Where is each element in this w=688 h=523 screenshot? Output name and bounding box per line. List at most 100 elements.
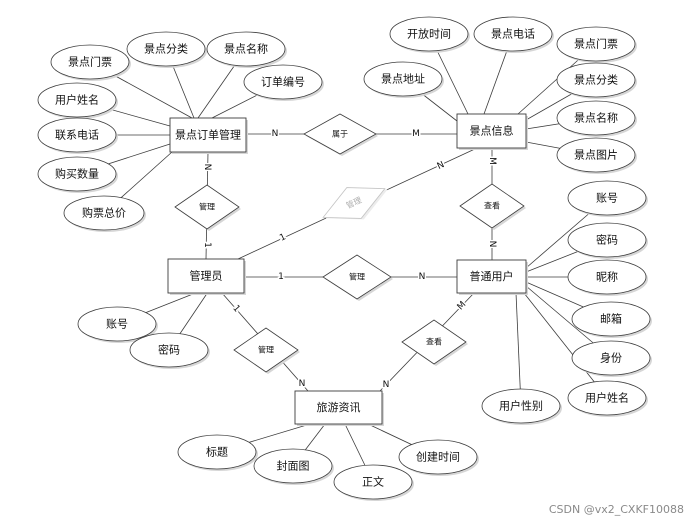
attribute-label: 开放时间: [407, 27, 451, 41]
relationship-admin-user-manage: 管理: [322, 254, 393, 301]
attribute-user-email: 邮箱: [571, 301, 652, 338]
attribute-label: 景点分类: [574, 73, 618, 87]
attribute-label: 邮箱: [600, 312, 622, 326]
attribute-user-identity: 身份: [571, 340, 652, 377]
relationship-order-admin-manage: 管理: [174, 184, 241, 231]
attribute-label: 订单编号: [261, 75, 305, 89]
attribute-label: 购买数量: [55, 167, 99, 181]
attribute-user-password: 密码: [567, 222, 648, 259]
attribute-spot-image: 景点图片: [556, 137, 637, 174]
attribute-news-created: 创建时间: [398, 439, 479, 476]
cardinality-user-view-spot: N: [487, 241, 497, 248]
relationship-label: 管理: [258, 345, 274, 355]
entity-label: 普通用户: [470, 269, 514, 283]
entity-order-management: 景点订单管理: [169, 117, 248, 154]
relationship-label: 管理: [349, 272, 365, 282]
attribute-spot-category: 景点分类: [556, 62, 637, 99]
attribute-label: 用户姓名: [585, 391, 629, 405]
attribute-label: 联系电话: [55, 129, 99, 142]
attribute-admin-account: 账号: [77, 306, 158, 343]
attribute-label: 用户性别: [499, 399, 543, 413]
connector-user-gender: [515, 292, 522, 407]
attribute-spot-name: 景点名称: [556, 100, 637, 137]
attribute-label: 购票总价: [82, 206, 126, 220]
attribute-phone: 联系电话: [37, 117, 118, 154]
attribute-label: 账号: [596, 192, 618, 205]
attribute-spot-ticket: 景点门票: [556, 26, 637, 63]
relationship-user-news-view: 查看: [401, 319, 468, 366]
attribute-order-number: 订单编号: [243, 64, 324, 101]
attribute-label: 用户姓名: [55, 93, 99, 107]
entity-user: 普通用户: [456, 259, 528, 295]
cardinality-spot-belongs: M: [412, 129, 420, 139]
attribute-ticket: 景点门票: [50, 44, 131, 81]
attribute-label: 账号: [106, 318, 128, 331]
attribute-label: 景点分类: [144, 42, 188, 56]
relationship-label: 查看: [426, 337, 442, 347]
attributes-spot-info: 开放时间 景点电话 景点门票 景点地址 景点分类 景点名称 景点图片: [363, 16, 637, 174]
attributes-order-management: 景点门票 景点分类 景点名称 订单编号 用户姓名 联系电话 购买数量 购票总价: [37, 31, 324, 232]
attribute-label: 昵称: [596, 270, 618, 284]
attribute-category: 景点分类: [126, 31, 207, 68]
attribute-news-cover: 封面图: [253, 448, 334, 485]
attribute-spot-address: 景点地址: [363, 61, 444, 98]
attribute-admin-password: 密码: [129, 332, 210, 369]
cardinality-admin-manage-user: 1: [278, 272, 284, 282]
cardinality-spot-manage: N: [436, 160, 446, 172]
attribute-spot-name: 景点名称: [206, 31, 287, 68]
attribute-user-account: 账号: [567, 180, 648, 217]
attribute-quantity: 购买数量: [37, 156, 118, 193]
entity-label: 管理员: [190, 269, 223, 283]
cardinality-admin-manage-spot: 1: [278, 232, 287, 243]
relationship-admin-spot-manage: 管理: [322, 187, 388, 220]
entity-travel-news: 旅游资讯: [294, 390, 384, 426]
attribute-total-price: 购票总价: [63, 195, 146, 232]
relationship-label: 管理: [199, 202, 215, 212]
attribute-label: 创建时间: [416, 450, 460, 464]
attribute-label: 景点电话: [491, 28, 535, 41]
cardinality-admin-manage-order: 1: [202, 242, 212, 248]
cardinality-user-managed: N: [419, 272, 426, 282]
relationship-label: 属于: [332, 130, 348, 139]
watermark: CSDN @vx2_CXKF10088: [549, 503, 684, 516]
relationship-spot-user-view: 查看: [459, 183, 526, 230]
attribute-label: 身份: [600, 351, 622, 365]
attribute-spot-phone: 景点电话: [473, 16, 554, 53]
cardinality-news-managed: N: [299, 379, 306, 389]
cardinality-spot-view: M: [487, 157, 497, 165]
attributes-admin: 账号 密码: [77, 306, 210, 369]
attribute-label: 景点门票: [68, 55, 112, 69]
attribute-label: 景点地址: [381, 72, 425, 86]
connector-user-name: [523, 292, 608, 399]
attribute-user-name: 用户姓名: [567, 380, 648, 417]
attribute-username: 用户姓名: [37, 82, 118, 119]
attribute-label: 密码: [596, 233, 618, 247]
attributes-user: 账号 密码 昵称 邮箱 身份 用户姓名 用户性别: [481, 180, 652, 425]
attribute-label: 景点图片: [574, 149, 618, 162]
attribute-user-gender: 用户性别: [481, 388, 562, 425]
attribute-label: 景点名称: [224, 42, 268, 56]
relationship-label: 查看: [484, 201, 500, 211]
attribute-label: 景点名称: [574, 111, 618, 125]
entity-label: 景点订单管理: [175, 128, 241, 142]
attribute-label: 密码: [158, 343, 180, 357]
attribute-news-title: 标题: [177, 434, 258, 471]
attribute-user-nickname: 昵称: [567, 259, 648, 296]
cardinality-admin-manage-news: 1: [230, 304, 241, 315]
entity-label: 旅游资讯: [317, 400, 361, 414]
attribute-news-body: 正文: [333, 464, 414, 501]
cardinality-news-viewed: N: [383, 380, 390, 390]
attribute-label: 封面图: [277, 459, 310, 473]
attribute-open-time: 开放时间: [389, 16, 470, 53]
entity-spot-info: 景点信息: [456, 113, 528, 150]
entity-label: 景点信息: [470, 124, 514, 138]
relationship-admin-news-manage: 管理: [233, 327, 300, 374]
entity-admin: 管理员: [167, 258, 246, 295]
attributes-travel-news: 标题 封面图 正文 创建时间: [177, 434, 479, 501]
relationship-belongs: 属于: [303, 113, 378, 156]
attribute-label: 景点门票: [574, 37, 618, 51]
attribute-label: 正文: [362, 475, 384, 489]
cardinality-order-belongs: N: [272, 129, 279, 139]
